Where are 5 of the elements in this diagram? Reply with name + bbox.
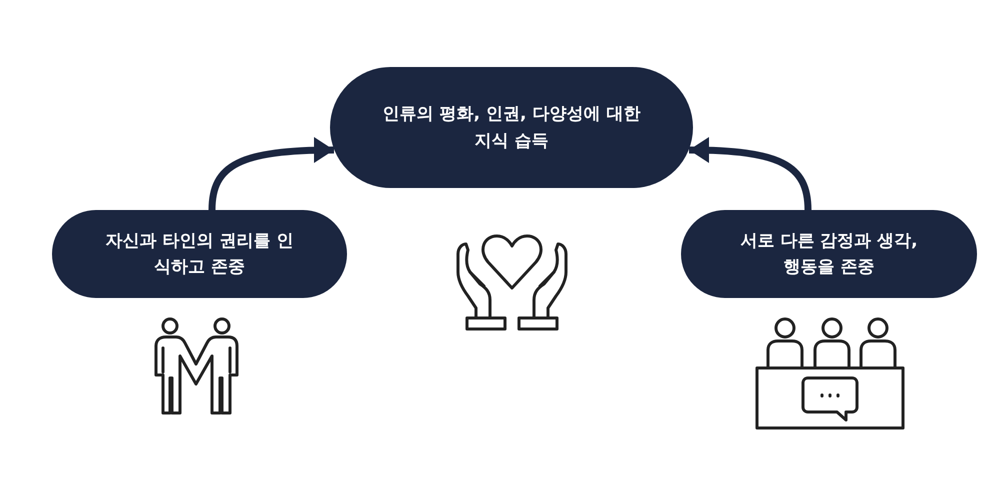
topic-pill: 자신과 타인의 권리를 인식하고 존중: [52, 210, 347, 298]
curved-arrow: [688, 137, 812, 210]
topic-pill: 인류의 평화, 인권, 다양성에 대한 지식 습득: [330, 67, 693, 188]
curved-arrow: [208, 137, 334, 210]
topic-pill: 서로 다른 감정과 생각, 행동을 존중: [681, 210, 977, 298]
